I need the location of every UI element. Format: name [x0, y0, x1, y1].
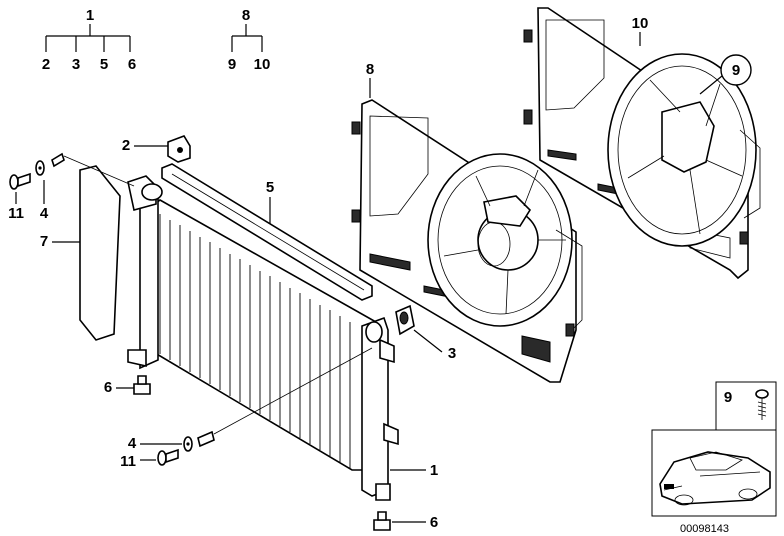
callout-11-lower: 11: [120, 453, 156, 470]
fan-shroud-front: [351, 99, 583, 383]
callout-label: 11: [120, 453, 136, 470]
callout-label: 8: [366, 61, 374, 78]
grommet-bottom: [373, 511, 391, 531]
hierarchy-tree-8: 8 9 10: [228, 7, 271, 73]
callout-2: 2: [122, 137, 168, 154]
tree-child-label: 10: [254, 56, 271, 73]
tree-root-label: 1: [86, 7, 94, 24]
bolt-upper: [9, 172, 31, 190]
fan-shroud-rear: [523, 7, 761, 280]
callout-label: 9: [732, 62, 740, 79]
inset-car-box: [651, 429, 777, 517]
tree-child-label: 9: [228, 56, 236, 73]
tree-child-label: 2: [42, 56, 50, 73]
callout-3: 3: [413, 329, 456, 362]
tree-root-label: 8: [242, 7, 250, 24]
rubber-mount: [395, 304, 415, 336]
callout-label: 6: [104, 379, 112, 396]
callout-label: 11: [8, 205, 24, 222]
callout-11-upper: 11: [8, 192, 24, 222]
side-panel: [79, 165, 121, 341]
callout-label: 1: [430, 462, 438, 479]
bolt-lower: [157, 448, 179, 466]
callout-9-circled: 9: [699, 54, 752, 95]
callout-label: 3: [448, 345, 456, 362]
tree-child-label: 6: [128, 56, 136, 73]
callout-label: 6: [430, 514, 438, 531]
callout-10: 10: [632, 15, 649, 46]
callout-label: 5: [266, 179, 274, 196]
bracket-top: [167, 135, 191, 163]
radiator-fins: [159, 214, 351, 468]
screw-lower: [197, 430, 215, 448]
grommet-left: [133, 375, 151, 395]
callout-6-bottom: 6: [392, 514, 438, 531]
screw-upper: [51, 152, 65, 168]
callout-8: 8: [366, 61, 374, 98]
inset-screw-box: 9: [715, 381, 777, 431]
assembly-line: [213, 347, 373, 435]
callout-label: 7: [40, 233, 48, 250]
washer-lower: [183, 436, 193, 452]
car-icon: [659, 451, 771, 506]
callout-label: 4: [128, 435, 137, 452]
tree-child-label: 3: [72, 56, 80, 73]
callout-1: 1: [390, 462, 438, 479]
reference-code: 00098143: [680, 523, 729, 535]
tree-child-label: 5: [100, 56, 108, 73]
callout-4-lower: 4: [128, 435, 182, 452]
callout-label: 2: [122, 137, 130, 154]
callout-5: 5: [266, 179, 274, 224]
radiator: [127, 163, 399, 501]
callout-6-left: 6: [104, 379, 134, 396]
callout-4-upper: 4: [40, 180, 49, 222]
washer-upper: [35, 160, 45, 176]
inset-part-label: 9: [724, 389, 732, 406]
callout-7: 7: [40, 233, 80, 250]
assembly-line: [63, 155, 135, 187]
hierarchy-tree-1: 1 2 3 5 6: [42, 7, 136, 73]
callout-label: 4: [40, 205, 49, 222]
screw-icon: [755, 389, 769, 420]
callout-label: 10: [632, 15, 649, 32]
